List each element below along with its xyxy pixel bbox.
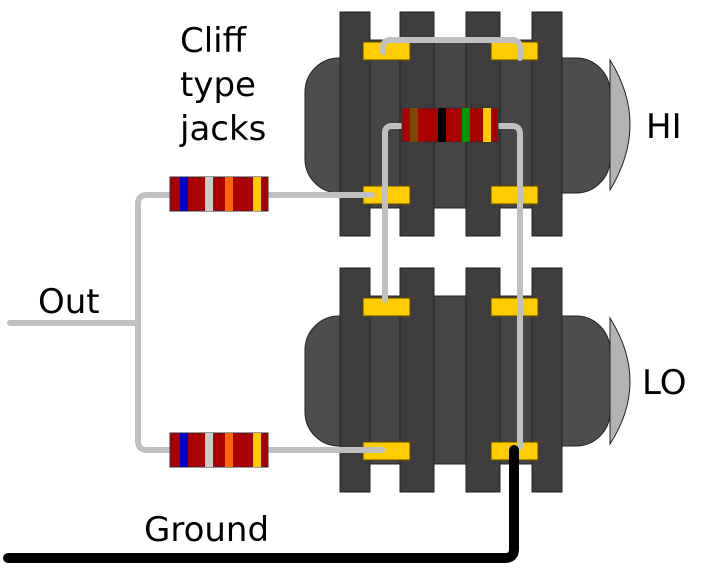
wire-hi-top-link — [380, 37, 523, 61]
hi-jack-label: HI — [646, 107, 682, 147]
signal-wires — [7, 37, 523, 453]
lug — [490, 297, 539, 317]
hi-jack — [304, 11, 631, 237]
wire-hi-ring-to-lo — [495, 123, 523, 450]
wire-hi-to-lo-tip — [382, 123, 405, 198]
wire-out-branch — [135, 192, 175, 453]
lo-jack-tip — [609, 316, 631, 446]
resistor-hi — [169, 176, 269, 212]
title-line-1: Cliff — [180, 21, 248, 61]
ground-wire — [3, 445, 519, 563]
hi-jack-tip — [609, 58, 631, 192]
output-label: Out — [38, 282, 100, 322]
lug — [490, 41, 539, 61]
lug — [490, 185, 539, 205]
resistor-hi-lo-link — [401, 107, 499, 143]
title-line-2: type — [180, 65, 256, 105]
lo-jack — [304, 267, 631, 493]
resistor-lo — [169, 432, 269, 468]
ground-label: Ground — [144, 510, 269, 550]
title-line-3: jacks — [179, 109, 266, 149]
lo-jack-label: LO — [642, 363, 687, 403]
